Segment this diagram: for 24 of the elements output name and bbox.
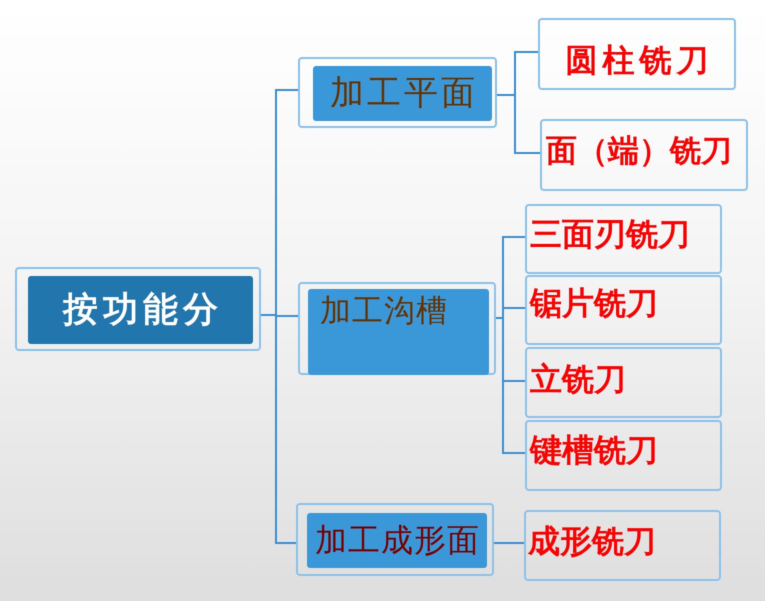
leaf-topic-box [525,275,722,345]
topic-label: 加工沟槽 [308,289,489,375]
leaf-topic-box [538,18,736,90]
cutter-label: 成形铣刀 [528,522,656,560]
branch-topic-box [298,57,497,128]
topic-label: 按功能分 [28,276,253,344]
leaf-topic-box [525,347,722,418]
leaf-topic-box [524,510,721,581]
leaf-topic-box [540,119,748,191]
branch-topic-box [298,282,496,375]
cutter-label: 三面刃铣刀 [530,215,690,254]
cutter-label: 键槽铣刀 [530,431,658,470]
connector-line [494,542,524,544]
cutter-label: 圆柱铣刀 [564,41,714,80]
leaf-topic-box [525,204,722,274]
cutter-label: 立铣刀 [530,360,626,398]
cutter-label: 锯片铣刀 [530,284,658,322]
leaf-topic-box [525,420,722,491]
topic-label: 加工成形面 [307,513,487,568]
topic-label: 加工平面 [313,66,492,121]
root-topic-box [15,267,261,351]
cutter-label: 面（端）铣刀 [546,133,732,170]
connector-line [497,94,540,154]
branch-topic-box [296,503,494,576]
